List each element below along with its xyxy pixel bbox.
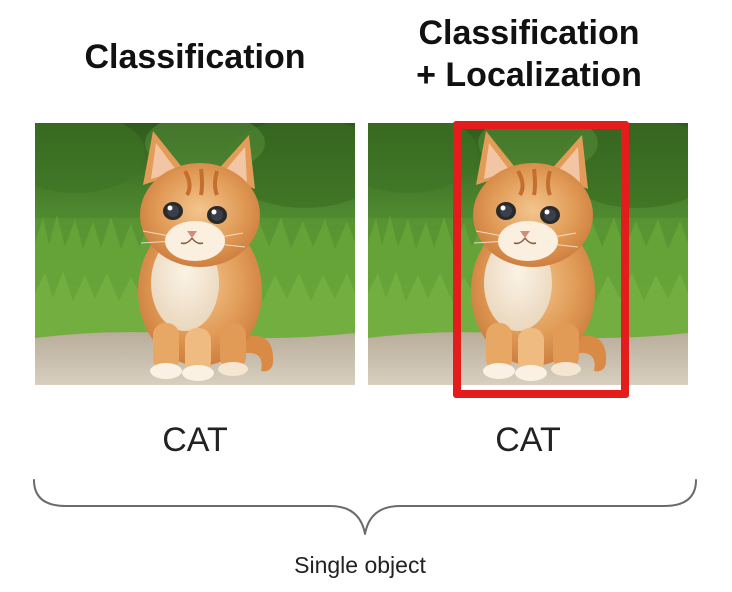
curly-brace-icon [33, 479, 697, 535]
classification-localization-heading: Classification + Localization [364, 12, 694, 96]
brace-caption: Single object [294, 552, 426, 578]
class-label-classification: CAT [162, 421, 228, 459]
heading-line: Classification [84, 38, 306, 76]
heading-line: Classification [418, 14, 640, 52]
kitten-photo-icon [35, 123, 355, 385]
classification-heading: Classification [30, 36, 360, 78]
bounding-box [453, 121, 629, 398]
class-label-localization: CAT [495, 421, 561, 459]
heading-line: + Localization [416, 56, 642, 94]
kitten-photo-classification [35, 123, 355, 385]
